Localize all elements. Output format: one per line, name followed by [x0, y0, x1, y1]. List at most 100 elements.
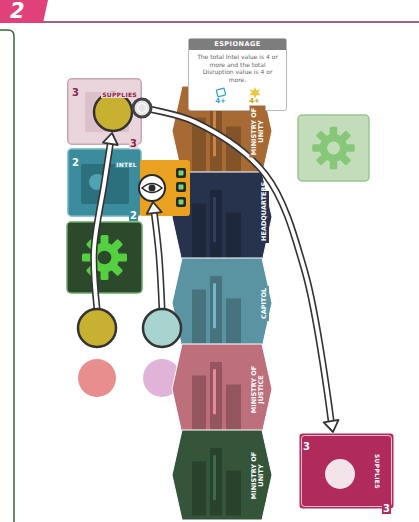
card-value: 3 — [71, 88, 80, 99]
location-tile: MINISTRY OF UNITY — [172, 430, 272, 520]
card-value: 3 — [382, 504, 391, 515]
start-ring-inner — [138, 104, 147, 113]
card-face — [68, 79, 142, 145]
tile-shape — [172, 430, 272, 520]
gear-icons — [82, 127, 355, 280]
tile-shape — [172, 172, 272, 262]
card-value: 2 — [129, 211, 138, 222]
disruption-icon — [249, 87, 261, 98]
game-card: 3SUPPLIES3 — [298, 432, 395, 510]
card-name: INTEL — [115, 162, 138, 168]
ability-icon — [176, 182, 186, 192]
faded-gear-card — [298, 115, 369, 181]
requirement-value: 4+ — [215, 98, 226, 106]
arrow-heads — [103, 133, 118, 145]
text-holder: MINISTRY OF UNITY — [248, 449, 265, 501]
gear-tooth — [82, 254, 91, 262]
tile-building — [226, 471, 241, 516]
tile-name: MINISTRY OF JUSTICE — [249, 363, 266, 415]
yellow-token — [94, 93, 132, 131]
condition-box: ESPIONAGEThe total Intel value is 4 or m… — [188, 38, 287, 111]
text-holder: 2 — [10, 1, 25, 22]
intel-icon — [216, 88, 226, 97]
gear-tooth — [316, 130, 327, 141]
start-ring — [133, 99, 151, 117]
ability-icon-mark — [179, 185, 184, 190]
text-holder: MINISTRY OF JUSTICE — [248, 363, 265, 415]
tile-name: CAPITOL — [260, 286, 269, 321]
tile-building — [226, 385, 241, 430]
tile-building — [210, 104, 222, 172]
card-name: SUPPLIES — [101, 92, 138, 98]
move-arrow — [147, 202, 162, 309]
gear-tooth — [330, 161, 337, 170]
step-tab — [0, 0, 48, 23]
text-holder: CAPITOL — [251, 285, 261, 321]
gear-tooth — [312, 144, 321, 151]
location-tile: MINISTRY OF JUSTICE — [172, 344, 272, 434]
node-shape — [172, 172, 272, 262]
requirement-cell: 4+ — [214, 87, 228, 106]
card-face — [68, 149, 142, 217]
tile-building — [192, 376, 206, 430]
gear-tooth — [111, 264, 123, 276]
connector — [142, 108, 331, 421]
arrow-outline — [154, 213, 162, 309]
tile-window — [213, 455, 216, 500]
gear-tooth — [101, 235, 109, 244]
gear-tooth — [330, 127, 337, 136]
connector-group — [133, 99, 338, 432]
gear-card — [67, 222, 142, 293]
card-name: SUPPLIES — [373, 453, 379, 490]
ability-strip — [140, 160, 190, 216]
tile-name: MINISTRY OF UNITY — [249, 105, 266, 157]
gear-body — [320, 134, 348, 162]
requirement-row: 4+ 4+ — [189, 85, 286, 110]
text-holder: 3 — [129, 132, 138, 143]
tile-building — [226, 213, 241, 258]
text-holder: 3 — [71, 81, 80, 92]
requirement-cell: 4+ — [248, 87, 262, 106]
arrow-line — [94, 144, 110, 309]
teal-token — [143, 309, 181, 347]
tile-building — [210, 362, 222, 430]
tile-shape — [172, 258, 272, 348]
tile-shape — [172, 344, 272, 434]
tile-name: MINISTRY OF UNITY — [249, 449, 266, 501]
text-holder: 2 — [71, 151, 80, 162]
gear-icon — [82, 235, 127, 280]
tile-building — [210, 448, 222, 516]
tile-building — [226, 127, 241, 172]
gear-icon — [312, 127, 355, 170]
location-tile: CAPITOL — [172, 258, 272, 348]
pink-token — [78, 359, 116, 397]
card-value: 2 — [71, 158, 80, 169]
tile-building — [210, 190, 222, 258]
text-holder: 3 — [302, 435, 311, 446]
gear-tooth — [111, 239, 123, 251]
location-tile: HEADQUARTERS — [172, 172, 272, 262]
requirement-value: 4+ — [249, 98, 260, 106]
tile-building — [210, 276, 222, 344]
text-holder: SUPPLIES — [101, 82, 138, 89]
frame-line — [43, 21, 419, 23]
panel-edge — [0, 30, 14, 522]
card-art — [81, 164, 129, 204]
tile-building — [192, 118, 206, 172]
text-holder: INTEL — [115, 152, 138, 159]
gear-tooth — [101, 271, 109, 280]
arrow-heads — [324, 420, 339, 432]
card-value: 3 — [129, 139, 138, 150]
arrow-head — [324, 420, 339, 432]
text-holder: 2 — [129, 204, 138, 215]
yellow-token — [78, 309, 116, 347]
ability-icon — [176, 197, 186, 207]
step-number: 2 — [10, 0, 25, 23]
arrow-line — [154, 213, 162, 309]
gear-tooth — [340, 130, 351, 141]
gear-tooth — [340, 154, 351, 165]
requirement-icon — [214, 87, 228, 98]
gear-hole — [327, 142, 340, 155]
gear-hole — [98, 251, 112, 265]
panel-heading: ESPIONAGE — [189, 39, 286, 50]
